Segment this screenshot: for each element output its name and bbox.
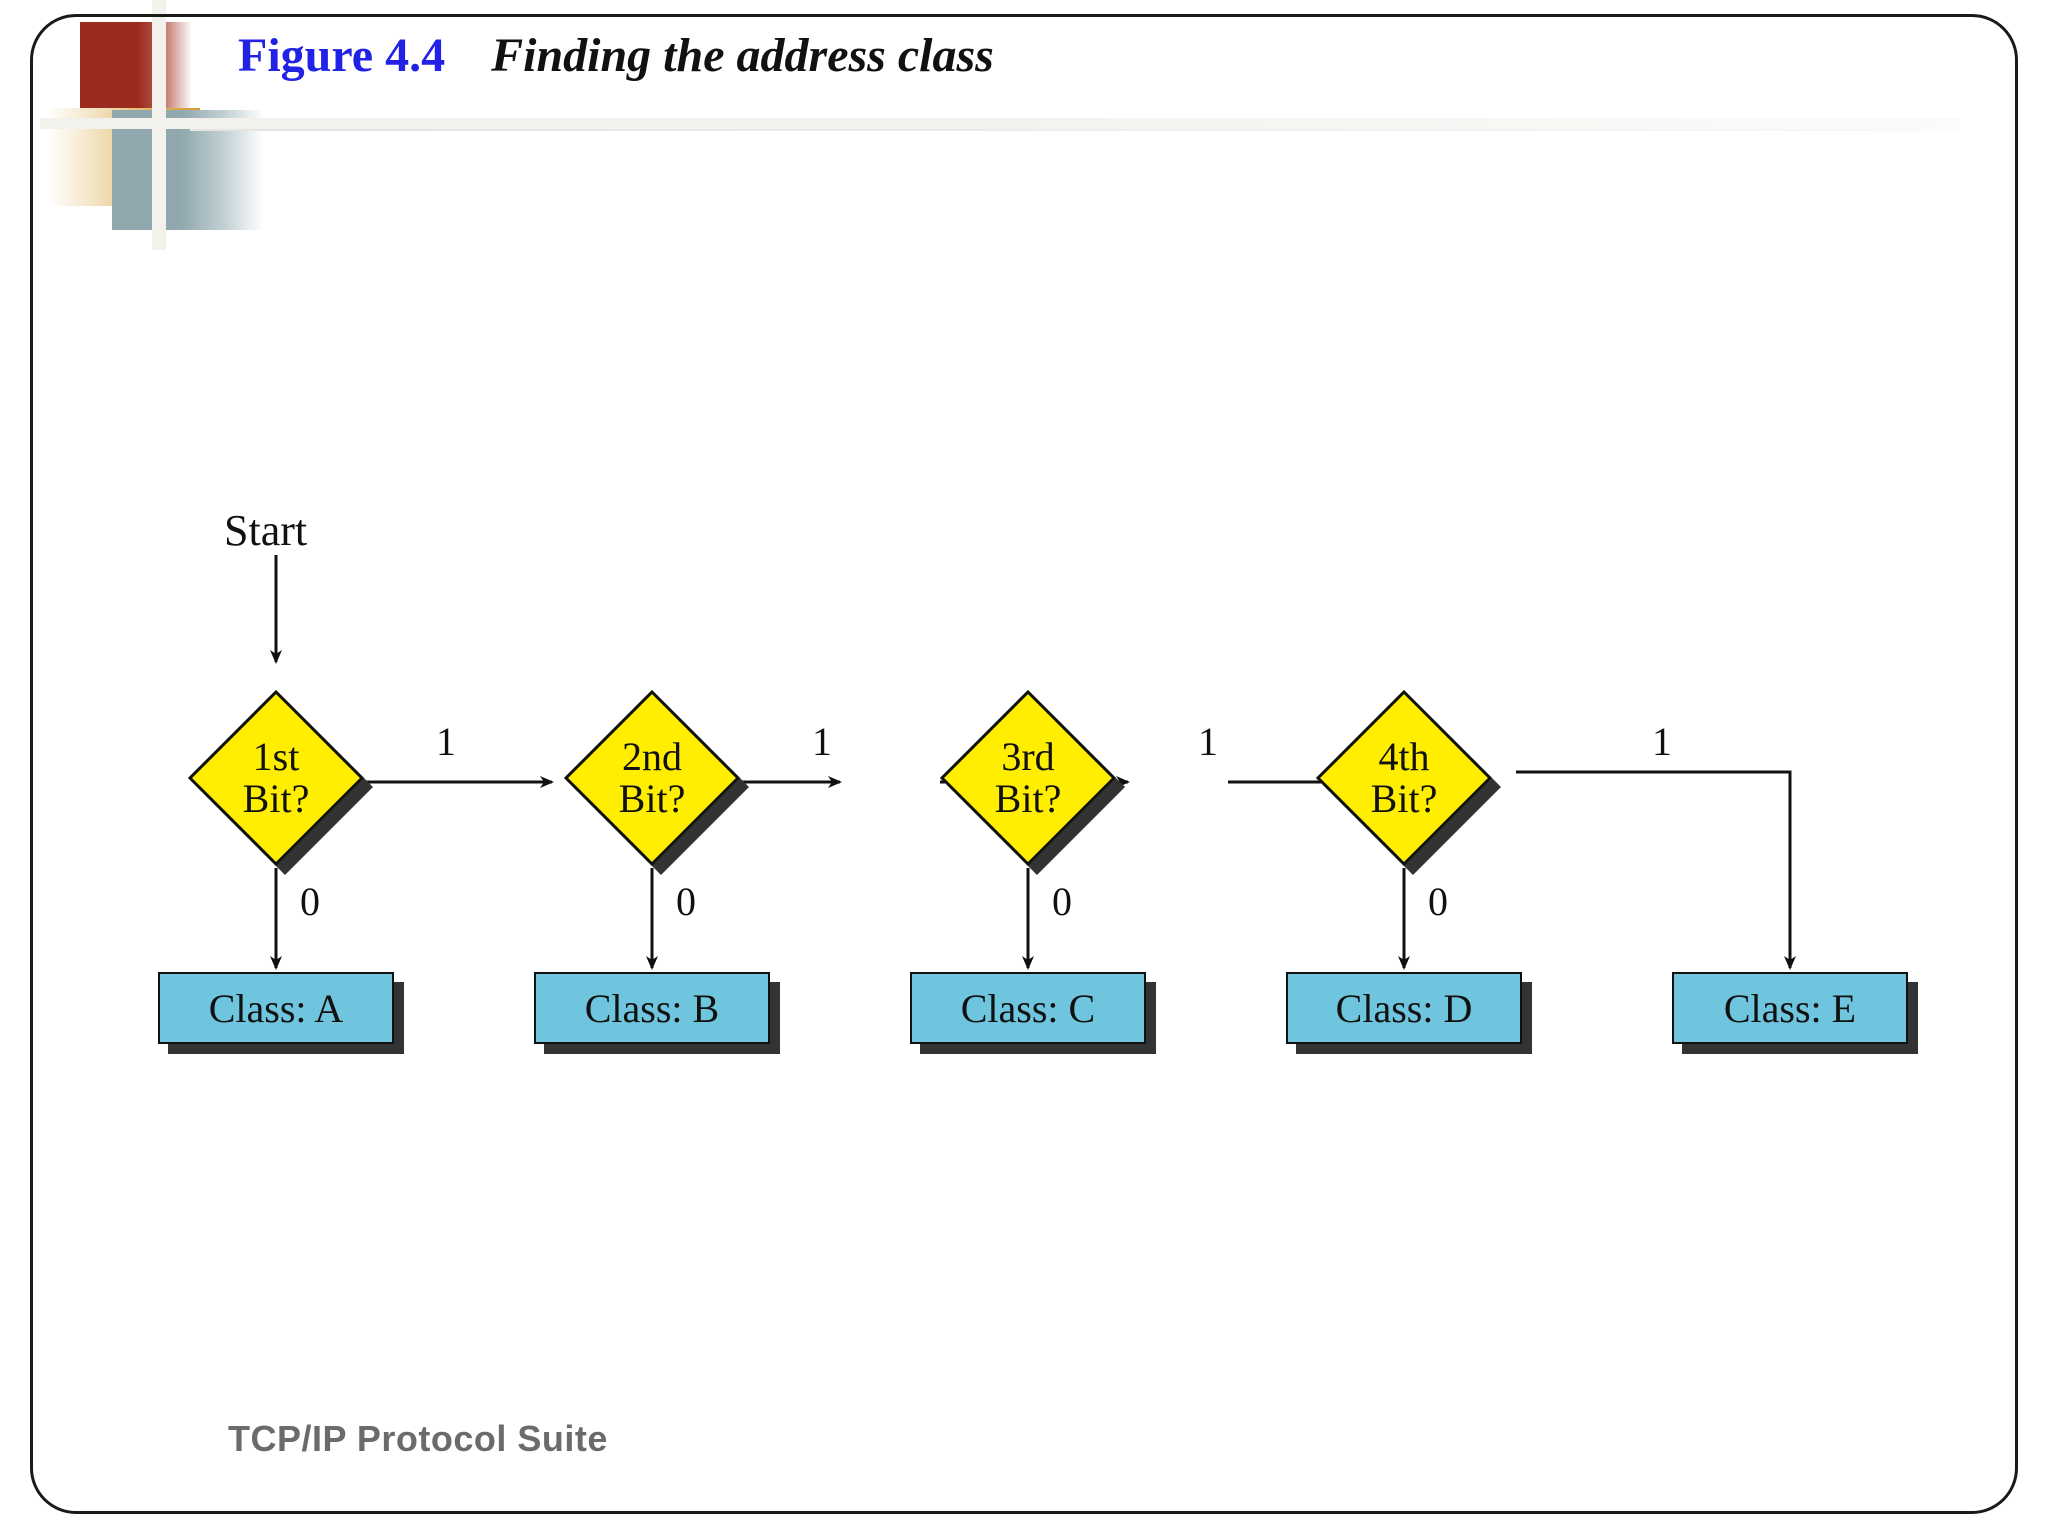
decision-label-line2: Bit? bbox=[618, 776, 686, 821]
terminal-label-classC: Class: C bbox=[910, 972, 1146, 1044]
terminal-label-classA: Class: A bbox=[158, 972, 394, 1044]
terminal-node-classC[interactable]: Class: C bbox=[910, 972, 1156, 1054]
decision-node-bit3[interactable]: 3rd Bit? bbox=[940, 690, 1125, 875]
decision-node-bit4[interactable]: 4th Bit? bbox=[1316, 690, 1501, 875]
start-label: Start bbox=[224, 506, 308, 555]
decision-label-bit2: 2nd Bit? bbox=[564, 690, 740, 866]
terminal-node-classA[interactable]: Class: A bbox=[158, 972, 404, 1054]
decision-label-line1: 4th bbox=[1378, 734, 1430, 779]
page-title: Figure 4.4 Finding the address class bbox=[238, 28, 994, 83]
edge-label-one-3: 1 bbox=[1198, 719, 1218, 764]
terminal-label-classE: Class: E bbox=[1672, 972, 1908, 1044]
terminal-node-classE[interactable]: Class: E bbox=[1672, 972, 1918, 1054]
decision-label-line1: 2nd bbox=[622, 734, 682, 779]
figure-number: Figure 4.4 bbox=[238, 29, 446, 82]
decision-node-bit1[interactable]: 1st Bit? bbox=[188, 690, 373, 875]
decision-label-bit4: 4th Bit? bbox=[1316, 690, 1492, 866]
decision-outline bbox=[564, 690, 740, 866]
terminal-label-classD: Class: D bbox=[1286, 972, 1522, 1044]
decision-label-line2: Bit? bbox=[1370, 776, 1438, 821]
footer-text: TCP/IP Protocol Suite bbox=[228, 1418, 608, 1459]
decor-red-block bbox=[80, 22, 192, 122]
decision-label-line1: 1st bbox=[252, 734, 300, 779]
decor-vertical-bar bbox=[152, 0, 166, 250]
terminal-label-classB: Class: B bbox=[534, 972, 770, 1044]
edge-label-zero-2: 0 bbox=[676, 879, 696, 924]
edge-label-zero-3: 0 bbox=[1052, 879, 1072, 924]
decision-label-line2: Bit? bbox=[242, 776, 310, 821]
decision-outline bbox=[1316, 690, 1492, 866]
decision-node-bit2[interactable]: 2nd Bit? bbox=[564, 690, 749, 875]
terminal-node-classB[interactable]: Class: B bbox=[534, 972, 780, 1054]
terminal-node-classD[interactable]: Class: D bbox=[1286, 972, 1532, 1054]
decision-label-line1: 3rd bbox=[1001, 734, 1055, 779]
slide-border bbox=[30, 14, 2018, 1514]
decor-horizontal-rule bbox=[190, 129, 1960, 131]
edge-label-one-4: 1 bbox=[1652, 719, 1672, 764]
decision-outline bbox=[188, 690, 364, 866]
edge-label-zero-1: 0 bbox=[300, 879, 320, 924]
decision-label-bit1: 1st Bit? bbox=[188, 690, 364, 866]
edge-label-zero-4: 0 bbox=[1428, 879, 1448, 924]
decision-label-line2: Bit? bbox=[994, 776, 1062, 821]
edge-label-one-2: 1 bbox=[812, 719, 832, 764]
decision-label-bit3: 3rd Bit? bbox=[940, 690, 1116, 866]
decor-horizontal-bar bbox=[40, 118, 1960, 129]
decision-outline bbox=[940, 690, 1116, 866]
figure-caption: Finding the address class bbox=[491, 29, 994, 82]
edge-label-one-1: 1 bbox=[436, 719, 456, 764]
